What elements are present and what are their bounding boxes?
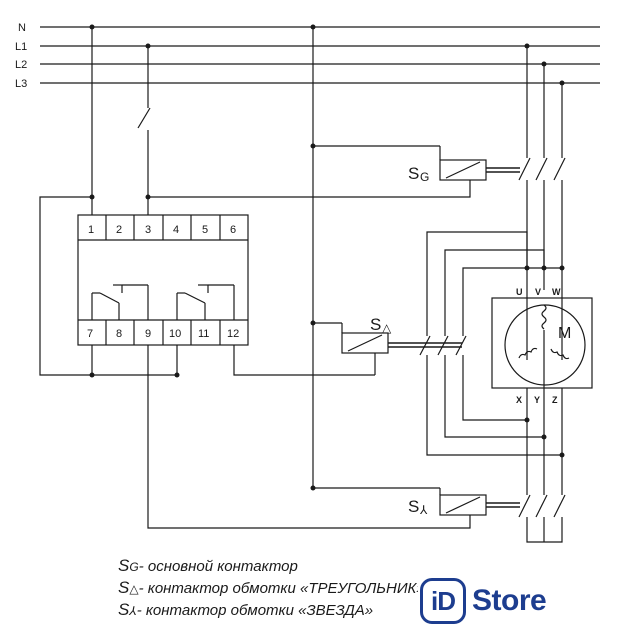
contactor-delta: S △: [341, 231, 562, 456]
contactor-main-sub: G: [420, 170, 429, 184]
relay-block: 1 2 3 4 5 6 7 8 9 10 11 12: [77, 214, 249, 346]
relay-terminal-9: 9: [145, 328, 151, 340]
supply-buses: N L1 L2 L3: [15, 22, 600, 90]
bus-label-l1: L1: [15, 41, 27, 53]
logo-word: Store: [472, 584, 547, 617]
store-logo: iD Store: [420, 578, 610, 624]
relay-contact-1: [91, 284, 149, 320]
legend: SG- основной контактор S△- контактор обм…: [0, 550, 418, 630]
motor: M U V W X Y Z: [491, 265, 593, 458]
motor-terminal-w: W: [552, 287, 561, 297]
relay-terminal-3: 3: [145, 224, 151, 236]
legend-line-delta: S△- контактор обмотки «ТРЕУГОЛЬНИК»: [118, 578, 418, 597]
relay-terminal-12: 12: [227, 328, 239, 340]
contactor-star-sym: S: [408, 497, 419, 516]
contactor-delta-sub: △: [382, 321, 392, 335]
relay-supply-wiring: [39, 24, 471, 529]
motor-terminal-z: Z: [552, 395, 558, 405]
switch-contact: [137, 107, 151, 129]
relay-terminal-8: 8: [116, 328, 122, 340]
contactor-star-sub: ⅄: [419, 503, 428, 517]
motor-terminal-box: [491, 297, 593, 389]
relay-terminal-10: 10: [169, 328, 181, 340]
bus-label-l2: L2: [15, 59, 27, 71]
contactor-main-sym: S: [408, 164, 419, 183]
legend-line-star: S⅄- контактор обмотки «ЗВЕЗДА»: [118, 600, 374, 619]
relay-terminal-2: 2: [116, 224, 122, 236]
winding-3: [550, 348, 570, 360]
bus-label-l3: L3: [15, 78, 27, 90]
motor-symbol: [504, 304, 586, 386]
motor-name: M: [558, 325, 571, 342]
relay-terminal-4: 4: [173, 224, 179, 236]
motor-terminal-v: V: [535, 287, 541, 297]
relay-terminal-5: 5: [202, 224, 208, 236]
bus-label-n: N: [18, 22, 26, 34]
winding-1: [541, 304, 547, 330]
legend-line-main: SG- основной контактор: [118, 556, 298, 575]
relay-contact-2: [176, 284, 235, 320]
motor-terminal-u: U: [516, 287, 523, 297]
motor-terminal-y: Y: [534, 395, 540, 405]
contactor-delta-sym: S: [370, 315, 381, 334]
relay-terminal-11: 11: [198, 328, 209, 340]
relay-terminal-7: 7: [87, 328, 93, 340]
contactor-main: S G: [408, 43, 566, 290]
contactor-star: S ⅄: [408, 420, 566, 543]
relay-terminal-6: 6: [230, 224, 236, 236]
logo-mark: iD: [420, 578, 466, 624]
relay-terminal-1: 1: [88, 224, 94, 236]
motor-terminal-x: X: [516, 395, 522, 405]
